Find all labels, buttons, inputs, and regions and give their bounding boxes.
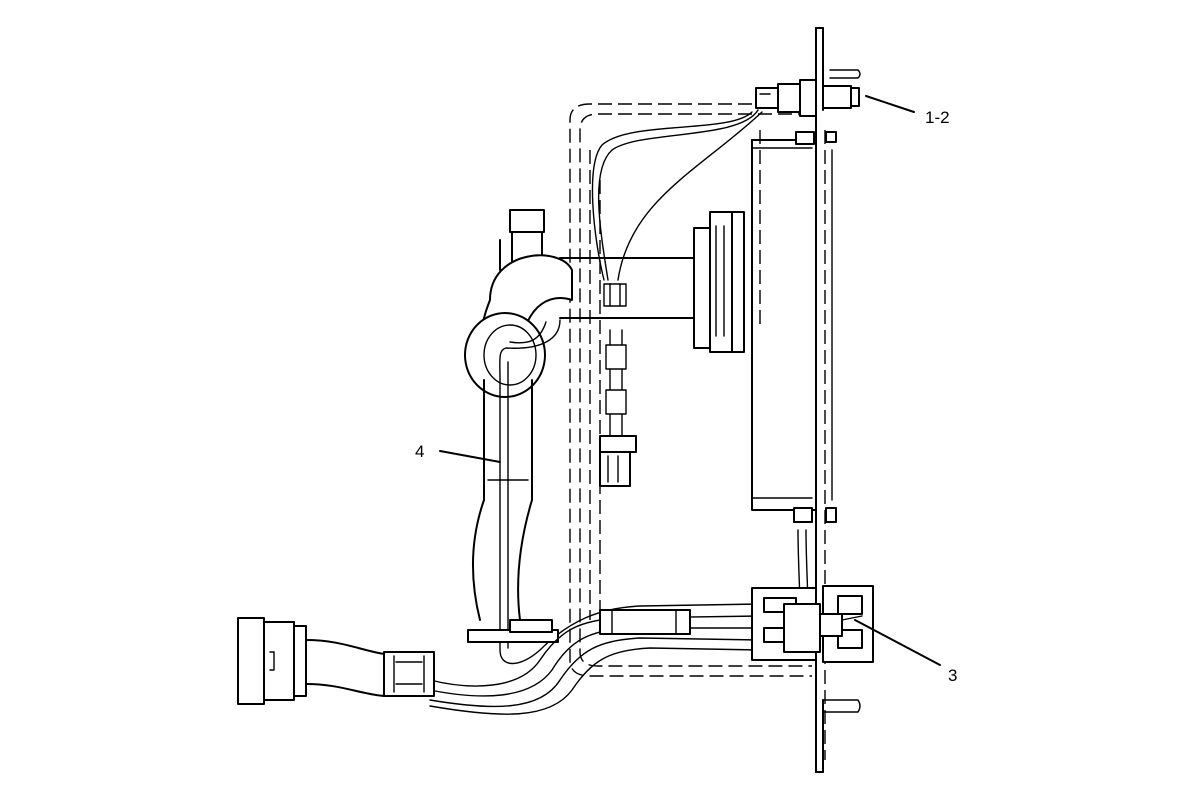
callout-label-1-2: 1-2: [925, 108, 950, 127]
shaft-cylinder: [559, 211, 745, 353]
leader-line-4: [439, 450, 501, 463]
left-harness-connector: [237, 617, 435, 705]
elbow-hose: [464, 209, 573, 621]
tie-strap: [603, 283, 627, 307]
leader-lines: [439, 95, 941, 666]
leader-line-1-2: [865, 95, 915, 113]
sensor-lead: [599, 329, 637, 487]
callout-label-3: 3: [948, 666, 957, 685]
loop-wire: [499, 319, 761, 665]
leader-line-3: [854, 619, 941, 666]
panel-box: [751, 131, 837, 523]
hidden-frame: [569, 103, 826, 760]
top-switch-assembly: [755, 69, 861, 117]
upper-harness: [591, 109, 763, 281]
right-connector-assembly: [751, 585, 874, 713]
mounting-plate: [815, 27, 824, 773]
callout-label-4: 4: [415, 442, 424, 461]
bottom-bracket: [467, 619, 559, 643]
